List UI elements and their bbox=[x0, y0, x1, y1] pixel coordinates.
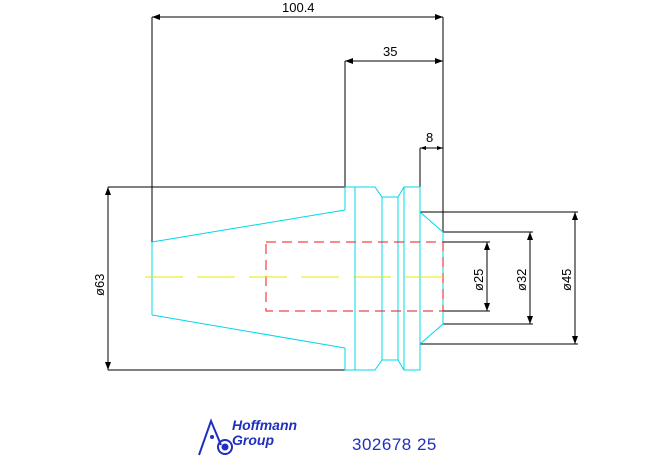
shank-diameter-label: ø45 bbox=[559, 269, 574, 291]
bore-diameter-label: ø25 bbox=[471, 269, 486, 291]
collar-diameter-label: ø32 bbox=[514, 269, 529, 291]
flange-diameter-label: ø63 bbox=[92, 274, 107, 296]
dimension-lines bbox=[107, 16, 578, 371]
logo-gear-icon bbox=[217, 439, 233, 455]
overall-length-label: 100.4 bbox=[282, 0, 315, 15]
brand-line-2: Group bbox=[232, 432, 274, 448]
hoffmann-logo bbox=[198, 418, 233, 456]
logo-triangle-icon bbox=[198, 418, 222, 456]
step-length-label: 8 bbox=[426, 130, 433, 145]
brand-name: Hoffmann Group bbox=[232, 418, 322, 448]
brand-line-1: Hoffmann bbox=[232, 417, 298, 433]
dimension-arrows bbox=[105, 14, 578, 370]
part-outline bbox=[151, 186, 444, 371]
part-number: 302678 25 bbox=[352, 435, 437, 454]
taper-length-label: 35 bbox=[383, 44, 397, 59]
